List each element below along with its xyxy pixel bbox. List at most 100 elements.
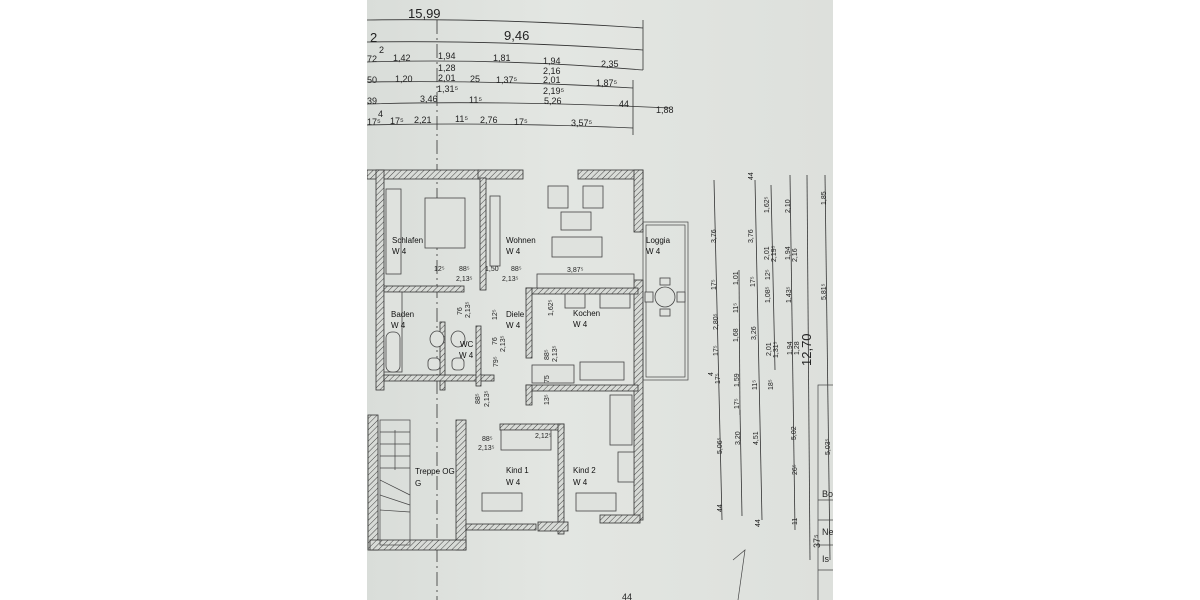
dim-label: 17⁵ (390, 116, 404, 126)
furniture (383, 185, 635, 512)
dim-label: 1,42 (393, 53, 411, 63)
room-code: W 4 (392, 247, 407, 256)
dim-label: 3,46 (420, 94, 438, 104)
dim-label: 5,81⁵ (821, 283, 828, 300)
dim-label: 1,81 (493, 53, 511, 63)
dim-label: 9,46 (504, 28, 529, 43)
dim-label: 88⁵ (544, 349, 551, 360)
dim-label: 44 (755, 519, 762, 527)
dim-label: 3,76 (748, 229, 755, 243)
dim-label: 1,08⁵ (765, 286, 772, 303)
dim-label: 25 (470, 74, 480, 84)
room-kind-1: Kind 1 W 4 (506, 466, 529, 487)
room-treppe: Treppe OGG (415, 467, 455, 488)
walls (367, 169, 644, 551)
dim-label: 12⁵ (434, 266, 445, 273)
dim-label: 3,57⁵ (571, 118, 593, 128)
dim-label: 13⁵ (544, 394, 551, 405)
room-code: W 4 (506, 321, 521, 330)
dim-label: 2,01 (766, 342, 773, 356)
room-wc: WC W 4 (459, 340, 474, 360)
room-diele: Diele W 4 (506, 310, 525, 330)
room-name: Baden (391, 310, 414, 319)
room-kind-2: Kind 2 W 4 (573, 466, 596, 487)
dim-label: 2 (370, 30, 377, 45)
title-block-text: Ne (822, 527, 834, 537)
dim-label: 26⁵ (792, 464, 799, 475)
dim-label: 2,01 (764, 246, 771, 260)
room-name: Wohnen (506, 236, 536, 245)
dim-label: 15,99 (408, 6, 441, 21)
dim-label: 11 (792, 518, 799, 525)
dim-label: 17⁵ (715, 373, 722, 384)
dim-label: 75 (544, 375, 551, 383)
dim-label: 2,13⁵ (552, 345, 559, 362)
room-schlafen: Schlafen W 4 (392, 236, 423, 256)
room-name: Kind 1 (506, 466, 529, 475)
dim-label: 11⁵ (752, 380, 759, 390)
dim-label: 5,26 (544, 96, 562, 106)
room-code: W 4 (646, 247, 661, 256)
room-name: Kind 2 (573, 466, 596, 475)
dim-label: 2,19⁵ (543, 86, 565, 96)
dim-label: 2,19⁵ (771, 245, 778, 262)
dim-label: 5,06⁵ (717, 437, 724, 454)
dim-label: 1,20 (395, 74, 413, 84)
dim-label: 2,01 (543, 75, 561, 85)
dim-label: 18⁵ (768, 379, 775, 390)
dim-label: 3,87⁵ (567, 267, 584, 274)
room-name: Kochen (573, 309, 600, 318)
dim-label: 11⁵ (469, 95, 482, 105)
dim-label: 2,01 (438, 73, 456, 83)
title-block-text: Is (822, 554, 830, 564)
dim-label: 12⁵ (765, 269, 772, 280)
right-dimension-labels: 3,76 17⁵ 2,80⁵ 17⁵ 4 17⁵ 5,06⁵ 44 1,01 1… (708, 172, 832, 548)
dim-label: 1,87⁵ (596, 78, 618, 88)
dim-label: 1,28 (794, 341, 801, 355)
dim-label: 1,94 (787, 341, 794, 355)
dim-label: 1,31⁵ (437, 84, 459, 94)
room-code: W 4 (391, 321, 406, 330)
dim-label: 5,02 (791, 426, 798, 440)
room-code: W 4 (459, 351, 474, 360)
dim-label: 3,76 (711, 229, 718, 243)
room-code: W 4 (506, 478, 521, 487)
dim-label: 76 (457, 307, 464, 315)
dim-label: 2,76 (480, 115, 498, 125)
title-block-text: Bo (822, 489, 833, 499)
room-name: WC (460, 340, 474, 349)
dim-label: 3,20 (735, 431, 742, 445)
dim-label: 37⁵ (812, 534, 822, 548)
room-code: W 4 (573, 478, 588, 487)
dim-label: 2,13⁵ (484, 390, 491, 407)
right-dimension-lines (713, 174, 833, 600)
dim-label: 4,51 (753, 431, 760, 445)
dim-label: 4 (708, 372, 715, 376)
room-name: Schlafen (392, 236, 423, 245)
dim-label: 17⁵ (711, 279, 718, 290)
dim-label: 2 (379, 45, 384, 55)
dim-label: 88⁵ (482, 436, 493, 443)
room-name: Diele (506, 310, 525, 319)
dim-label: 1,37⁵ (496, 75, 518, 85)
dim-label: 44 (619, 99, 629, 109)
dim-label: 1,88 (656, 105, 674, 115)
dim-label: 2,80⁵ (713, 313, 720, 330)
dim-label: 1,68 (733, 328, 740, 342)
dim-label: 1,59 (734, 373, 741, 387)
top-dimension-labels: 15,99 2 9,46 72 1,42 1,94 1,81 1,94 2,35… (367, 6, 674, 128)
dim-label: 17⁵ (750, 276, 757, 287)
dim-label: 1,28 (438, 63, 456, 73)
dim-label: 17⁵ (713, 345, 720, 356)
dim-label: 44 (748, 172, 755, 180)
dim-label: 2,16 (792, 248, 799, 262)
dim-label: 1,31⁵ (773, 341, 780, 358)
dim-label: 1,94 (438, 51, 456, 61)
room-code: G (415, 479, 421, 488)
dim-label: 11⁵ (455, 114, 468, 124)
room-baden: Baden W 4 (391, 310, 414, 330)
